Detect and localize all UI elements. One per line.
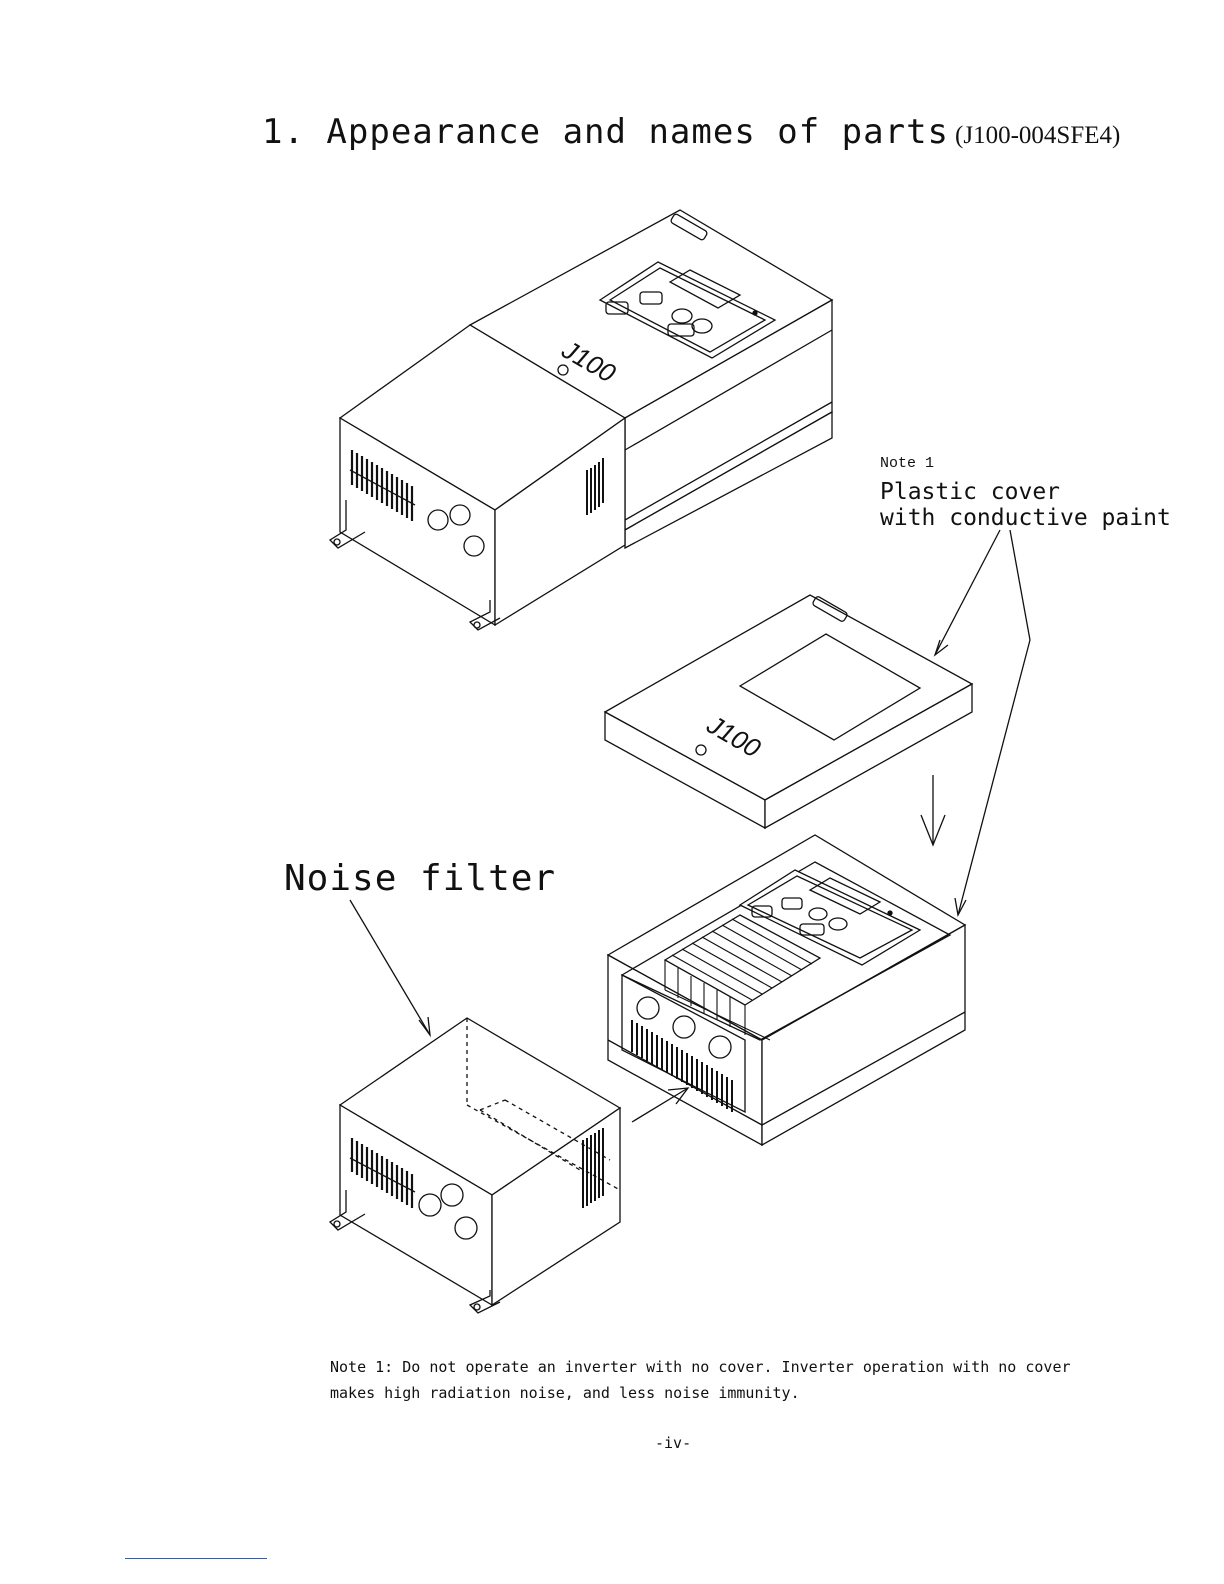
noise-filter-box [330, 1018, 620, 1313]
leader-cover [935, 530, 1000, 655]
page-title: 1. Appearance and names of parts(J100-00… [262, 112, 1120, 152]
bottom-rule [125, 1558, 267, 1559]
note-tag: Note 1 [880, 455, 934, 472]
noise-filter-label: Noise filter [284, 858, 556, 899]
plastic-cover-label-line1: Plastic cover [880, 479, 1060, 505]
insert-arrow [632, 1088, 688, 1122]
page-number: -iv- [655, 1434, 691, 1452]
leader-noise-filter [350, 900, 430, 1035]
model-number: (J100-004SFE4) [955, 122, 1120, 149]
inverter-base-open [608, 835, 965, 1145]
assembled-inverter: J100 [330, 210, 832, 630]
footnote-line1: Note 1: Do not operate an inverter with … [330, 1358, 1071, 1376]
page-heading: 1. Appearance and names of parts [262, 112, 949, 152]
footnote-line2: makes high radiation noise, and less noi… [330, 1384, 800, 1402]
plastic-cover-label-line2: with conductive paint [880, 505, 1171, 531]
leader-base [1010, 530, 1030, 640]
plastic-cover: J100 [605, 595, 972, 828]
